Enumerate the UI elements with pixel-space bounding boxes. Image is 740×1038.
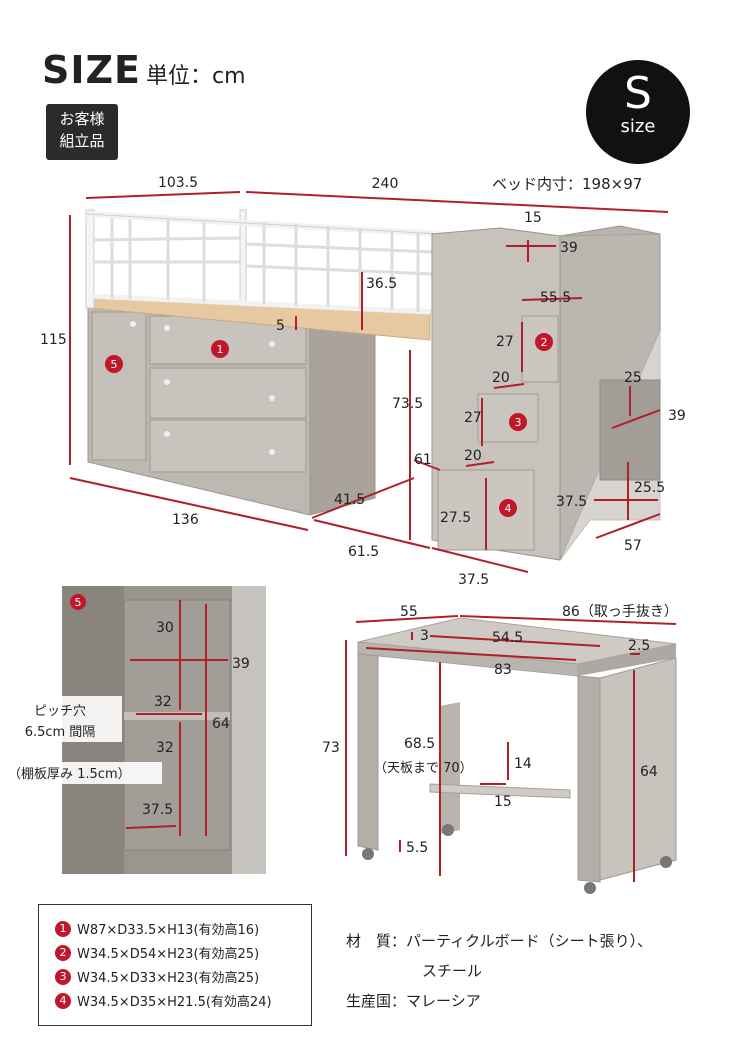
legend-text-3: W34.5×D33×H23(有効高25): [77, 971, 260, 986]
desk-to-top: （天板まで 70）: [374, 761, 473, 776]
legend-text-1: W87×D33.5×H13(有効高16): [77, 923, 260, 938]
dim-width-left: 103.5: [158, 175, 198, 191]
dim-shelf-37: 37.5: [556, 494, 587, 510]
dim-shelf-25-5: 25.5: [634, 480, 665, 496]
marker-1: 1: [217, 343, 224, 356]
desk-illustration: 55 86（取っ手抜き） 3 54.5 2.5 83 73 68.5 （天板まで…: [322, 604, 678, 894]
cab-w32a: 32: [154, 694, 172, 710]
dim-gap: 5: [276, 318, 285, 334]
legend-num-1: 1: [55, 920, 71, 937]
marker-5: 5: [111, 358, 118, 371]
inner-size-label: ベッド内寸：198×97: [492, 175, 643, 193]
dim-step-d1: 20: [492, 370, 510, 386]
size-badge: S size: [586, 60, 690, 164]
marker-4: 4: [505, 502, 512, 515]
assembly-badge: お客様 組立品: [46, 104, 118, 160]
legend-text-4: W34.5×D35×H21.5(有効高24): [77, 995, 272, 1010]
origin-label: 生産国：: [346, 992, 407, 1010]
dim-step-h1: 27: [496, 334, 514, 350]
desk-d2: 2.5: [628, 638, 650, 654]
cab-h64: 64: [212, 716, 230, 732]
desk-w86: 86（取っ手抜き）: [562, 604, 678, 620]
desk-w15: 15: [494, 794, 512, 810]
legend-item-1: 1 W87×D33.5×H13(有効高16): [55, 919, 259, 938]
material-label: 材 質：: [346, 932, 407, 950]
desk-w54: 54.5: [492, 630, 523, 646]
assembly-line2: 組立品: [59, 132, 105, 150]
desk-h64: 64: [640, 764, 658, 780]
dim-shelf-57: 57: [624, 538, 642, 554]
page-title: SIZE: [42, 48, 142, 92]
material-value: パーティクルボード（シート張り）、: [406, 932, 653, 950]
dim-step-h2: 27: [464, 410, 482, 426]
material-value-2: スチール: [422, 962, 483, 980]
marker-2: 2: [541, 336, 548, 349]
dim-step-top: 55.5: [540, 290, 571, 306]
cab-w32b: 32: [156, 740, 174, 756]
size-badge-label: size: [620, 116, 656, 137]
cab-h30: 30: [156, 620, 174, 636]
legend-item-2: 2 W34.5×D54×H23(有効高25): [55, 943, 259, 962]
dim-shelf-25: 25: [624, 370, 642, 386]
legend-text-2: W34.5×D54×H23(有効高25): [77, 947, 260, 962]
pitch-line2: 6.5cm 間隔: [25, 725, 96, 740]
cabinet-marker: 5: [75, 596, 82, 609]
dim-side: 61: [414, 452, 432, 468]
dim-clear: 73.5: [392, 396, 423, 412]
legend-item-4: 4 W34.5×D35×H21.5(有効高24): [55, 991, 272, 1010]
origin-value: マレーシア: [406, 992, 481, 1010]
pitch-line1: ピッチ穴: [34, 704, 86, 719]
dim-bottom-h: 27.5: [440, 510, 471, 526]
bed-illustration: [85, 209, 661, 562]
legend-num-4: 4: [55, 992, 71, 1009]
dim-slat: 36.5: [366, 276, 397, 292]
dim-depth-61: 61.5: [348, 544, 379, 560]
materials-block: 材 質：パーティクルボード（シート張り）、 スチール 生産国：マレーシア: [346, 926, 652, 1016]
cabinet-detail: 5 30 39 32 64 32 37.5 ピッチ穴 6.5cm 間隔 （棚板厚…: [4, 586, 266, 874]
dim-height: 115: [40, 332, 67, 348]
legend-item-3: 3 W34.5×D33×H23(有効高25): [55, 967, 259, 986]
desk-d3: 3: [420, 628, 429, 644]
marker-3: 3: [515, 416, 522, 429]
desk-w55: 55: [400, 604, 418, 620]
shelf-thickness: （棚板厚み 1.5cm）: [8, 767, 131, 782]
desk-h73: 73: [322, 740, 340, 756]
dim-step-d2: 20: [464, 448, 482, 464]
cab-w37: 37.5: [142, 802, 173, 818]
main-dimension-lines: [69, 191, 669, 573]
desk-h14: 14: [514, 756, 532, 772]
dim-base-37: 37.5: [458, 572, 489, 588]
dim-depth-41: 41.5: [334, 492, 365, 508]
cab-w39: 39: [232, 656, 250, 672]
dim-rail-15: 15: [524, 210, 542, 226]
desk-caster: 5.5: [406, 840, 428, 856]
legend-box: 1 W87×D33.5×H13(有効高16) 2 W34.5×D54×H23(有…: [38, 904, 312, 1026]
dim-shelf-39: 39: [668, 408, 686, 424]
legend-num-3: 3: [55, 968, 71, 985]
size-badge-letter: S: [624, 68, 652, 119]
unit-label: 単位：cm: [146, 64, 246, 89]
assembly-line1: お客様: [59, 110, 105, 128]
desk-w83: 83: [494, 662, 512, 678]
desk-h68: 68.5: [404, 736, 435, 752]
dim-base-136: 136: [172, 512, 199, 528]
dim-width-right: 240: [372, 176, 399, 192]
legend-num-2: 2: [55, 944, 71, 961]
part-markers: 5 1 2 3 4: [105, 333, 553, 517]
dim-rail-39: 39: [560, 240, 578, 256]
